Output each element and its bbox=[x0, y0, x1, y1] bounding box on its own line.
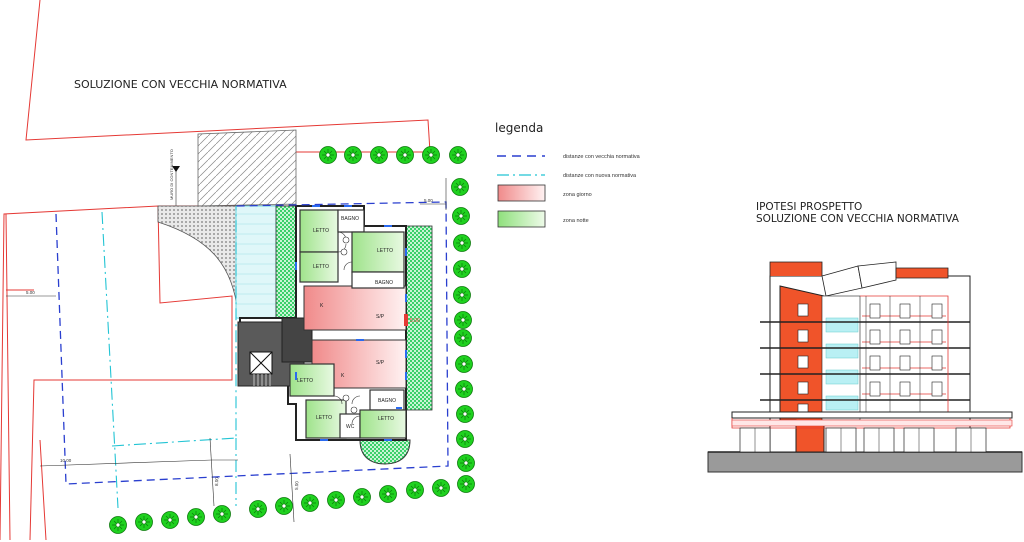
room-letto-4 bbox=[289, 363, 335, 397]
label-k-bottom: K bbox=[341, 373, 345, 379]
tree-icon bbox=[275, 497, 293, 515]
garden-strip-right bbox=[405, 225, 433, 411]
tree-icon bbox=[406, 481, 424, 499]
tree-icon bbox=[301, 494, 319, 512]
dim-top: 5.00 bbox=[424, 198, 433, 203]
tree-icon bbox=[456, 430, 474, 448]
window-markers bbox=[295, 205, 407, 441]
door-swings bbox=[333, 231, 361, 425]
tree-icon bbox=[456, 405, 474, 423]
label-wc: WC bbox=[346, 424, 355, 430]
legend: legenda distanze con vecchia normativa d… bbox=[495, 121, 641, 228]
legend-title: legenda bbox=[495, 121, 543, 135]
label-bagno-mid: BAGNO bbox=[375, 280, 393, 286]
legend-day-label: zona giorno bbox=[563, 192, 592, 198]
tree-icon bbox=[454, 329, 472, 347]
label-letto-6: LETTO bbox=[378, 416, 394, 422]
tree-icon bbox=[457, 454, 475, 472]
label-letto-1: LETTO bbox=[313, 228, 329, 234]
tree-icon bbox=[327, 491, 345, 509]
tree-icon bbox=[454, 311, 472, 329]
day-zone-top bbox=[303, 285, 407, 331]
tree-icon bbox=[353, 488, 371, 506]
label-sp-top: S/P bbox=[376, 314, 385, 320]
legend-night-swatch bbox=[497, 210, 546, 228]
room-letto-6 bbox=[359, 409, 407, 439]
tree-icon bbox=[344, 146, 362, 164]
plan-title: SOLUZIONE CON VECCHIA NORMATIVA bbox=[74, 78, 287, 91]
garden-semicircle bbox=[359, 439, 411, 465]
site-plan: SOLUZIONE CON VECCHIA NORMATIVA MURO DI … bbox=[0, 0, 475, 541]
wall-marker-arrow bbox=[172, 166, 180, 172]
dim-bottom-mid: 8.00 bbox=[214, 477, 219, 486]
label-letto-4: LETTO bbox=[297, 378, 313, 384]
tree-icon bbox=[455, 380, 473, 398]
tree-icon bbox=[187, 508, 205, 526]
label-sp-bottom: S/P bbox=[376, 360, 385, 366]
label-letto-2: LETTO bbox=[313, 264, 329, 270]
wall-note: MURO DI CONTENIMENTO bbox=[169, 149, 174, 200]
label-bagno-bottom: BAGNO bbox=[378, 398, 396, 404]
dimension-lines bbox=[6, 178, 447, 523]
tree-icon bbox=[319, 146, 337, 164]
tree-icon bbox=[422, 146, 440, 164]
old-rule-distances bbox=[55, 201, 449, 485]
garden-strip-left bbox=[275, 205, 297, 319]
elevation-title-2: SOLUZIONE CON VECCHIA NORMATIVA bbox=[756, 213, 960, 225]
room-bagno-mid bbox=[351, 271, 405, 289]
ground-base bbox=[707, 451, 1023, 473]
tree-icon bbox=[455, 355, 473, 373]
tree-icon bbox=[135, 513, 153, 531]
label-k-top: K bbox=[320, 303, 324, 309]
tree-icon bbox=[453, 286, 471, 304]
tree-icon bbox=[457, 475, 475, 493]
tree-icon bbox=[109, 516, 127, 534]
side-strip bbox=[235, 205, 277, 319]
dim-left: 5.00 bbox=[26, 290, 35, 295]
legend-day-swatch bbox=[497, 184, 546, 202]
legend-new-rule-label: distanze con nuova normativa bbox=[563, 173, 637, 179]
room-letto-2 bbox=[299, 251, 339, 283]
tree-icon bbox=[370, 146, 388, 164]
elevation: IPOTESI PROSPETTO SOLUZIONE CON VECCHIA … bbox=[707, 201, 1023, 473]
room-letto-1 bbox=[299, 209, 339, 253]
tree-icon bbox=[249, 500, 267, 518]
tree-icon bbox=[432, 479, 450, 497]
label-letto-3: LETTO bbox=[377, 248, 393, 254]
label-bagno-top: BAGNO bbox=[341, 216, 359, 222]
tree-icon bbox=[213, 505, 231, 523]
dim-right-mark: 5.00 bbox=[410, 318, 420, 324]
tree-icon bbox=[161, 511, 179, 529]
tree-icon bbox=[451, 178, 469, 196]
tree-icon bbox=[396, 146, 414, 164]
elevation-windows bbox=[869, 303, 943, 397]
dim-bottom-left: 10.00 bbox=[60, 458, 72, 463]
legend-old-rule-label: distanze con vecchia normativa bbox=[563, 154, 641, 160]
room-bagno-top bbox=[337, 209, 365, 233]
legend-night-label: zona notte bbox=[563, 218, 589, 224]
tree-icon bbox=[379, 485, 397, 503]
elevation-title-1: IPOTESI PROSPETTO bbox=[756, 201, 862, 213]
new-rule-distances bbox=[101, 206, 237, 509]
dim-bottom-right: 5.00 bbox=[294, 481, 299, 490]
retaining-wall-hatch bbox=[197, 129, 297, 207]
cyan-balconies bbox=[821, 295, 861, 421]
tree-icon bbox=[452, 207, 470, 225]
tree-icon bbox=[453, 234, 471, 252]
room-letto-3 bbox=[351, 231, 405, 273]
label-letto-5: LETTO bbox=[316, 415, 332, 421]
tree-icon bbox=[449, 146, 467, 164]
floor-slabs bbox=[760, 321, 970, 401]
tree-icon bbox=[453, 260, 471, 278]
